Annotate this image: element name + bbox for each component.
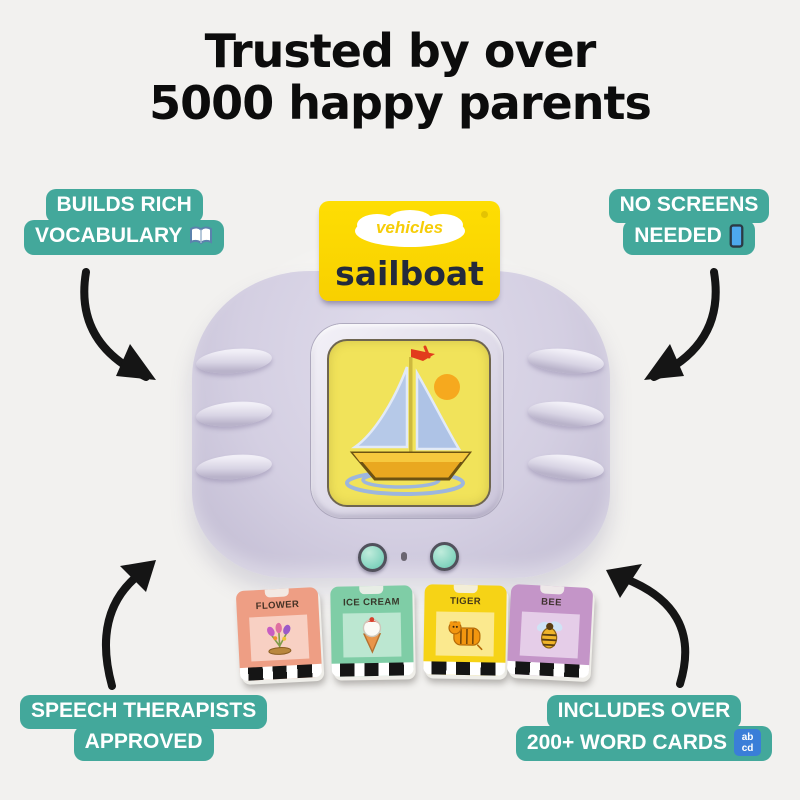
word-card-picture	[519, 611, 580, 659]
card-category-label: vehicles	[375, 218, 444, 237]
badge-line: APPROVED	[73, 726, 214, 761]
word-card-flower: FLOWER	[235, 586, 323, 682]
badge-builds-rich-vocabulary: BUILDS RICH VOCABULARY	[24, 189, 225, 255]
abcd-top-row: ab	[741, 731, 754, 743]
badge-speech-therapists-approved: SPEECH THERAPISTS APPROVED	[20, 695, 268, 761]
sailboat-illustration	[345, 345, 473, 496]
badge-no-screens-needed: NO SCREENS NEEDED	[593, 189, 785, 255]
smartphone-icon	[729, 224, 744, 249]
open-book-icon	[190, 226, 213, 245]
badge-line: BUILDS RICH	[45, 189, 203, 224]
badge-text: SPEECH THERAPISTS	[31, 699, 257, 722]
barcode-strip	[423, 661, 506, 676]
ice-cream-illustration	[362, 617, 382, 654]
word-card-bee: BEE	[506, 583, 594, 679]
device-right-button	[430, 542, 459, 571]
badge-line: NEEDED	[623, 220, 755, 255]
badge-text: APPROVED	[84, 730, 203, 754]
badge-line: VOCABULARY	[24, 220, 225, 255]
word-card-picture	[435, 611, 495, 657]
word-card-label: ICE CREAM	[342, 596, 401, 609]
flower-illustration	[267, 622, 292, 655]
badge-text: 200+ WORD CARDS	[526, 730, 728, 754]
word-card-ice-cream: ICE CREAM	[330, 585, 414, 677]
card-hole	[481, 211, 488, 218]
badge-line: INCLUDES OVER	[546, 695, 742, 730]
badge-text: NO SCREENS	[619, 193, 759, 216]
badge-line: SPEECH THERAPISTS	[20, 695, 268, 730]
barcode-strip	[331, 662, 414, 677]
word-card-label: BEE	[540, 596, 563, 609]
word-card-label: FLOWER	[255, 598, 300, 613]
badge-text: VOCABULARY	[35, 224, 183, 248]
inserted-flash-card: vehicles sailboat	[319, 201, 500, 301]
microphone-hole	[401, 552, 407, 561]
badge-text: NEEDED	[634, 224, 722, 248]
word-card-label: TIGER	[449, 595, 482, 608]
tiger-illustration	[448, 621, 483, 651]
title-line1: Trusted by over	[204, 24, 597, 78]
abcd-bottom-row: cd	[741, 742, 754, 754]
word-card-picture	[342, 612, 402, 658]
badge-line: NO SCREENS	[608, 189, 770, 224]
cloud-shape	[355, 210, 465, 247]
card-word-label: sailboat	[335, 254, 484, 293]
bee-illustration	[536, 621, 563, 649]
device-left-button	[358, 543, 387, 572]
word-card-picture	[249, 614, 310, 662]
badge-text: INCLUDES OVER	[557, 699, 731, 722]
device-screen	[327, 339, 491, 507]
title-line2: 5000 happy parents	[149, 75, 652, 130]
badge-text: BUILDS RICH	[56, 193, 192, 216]
word-card-tiger: TIGER	[423, 584, 507, 676]
